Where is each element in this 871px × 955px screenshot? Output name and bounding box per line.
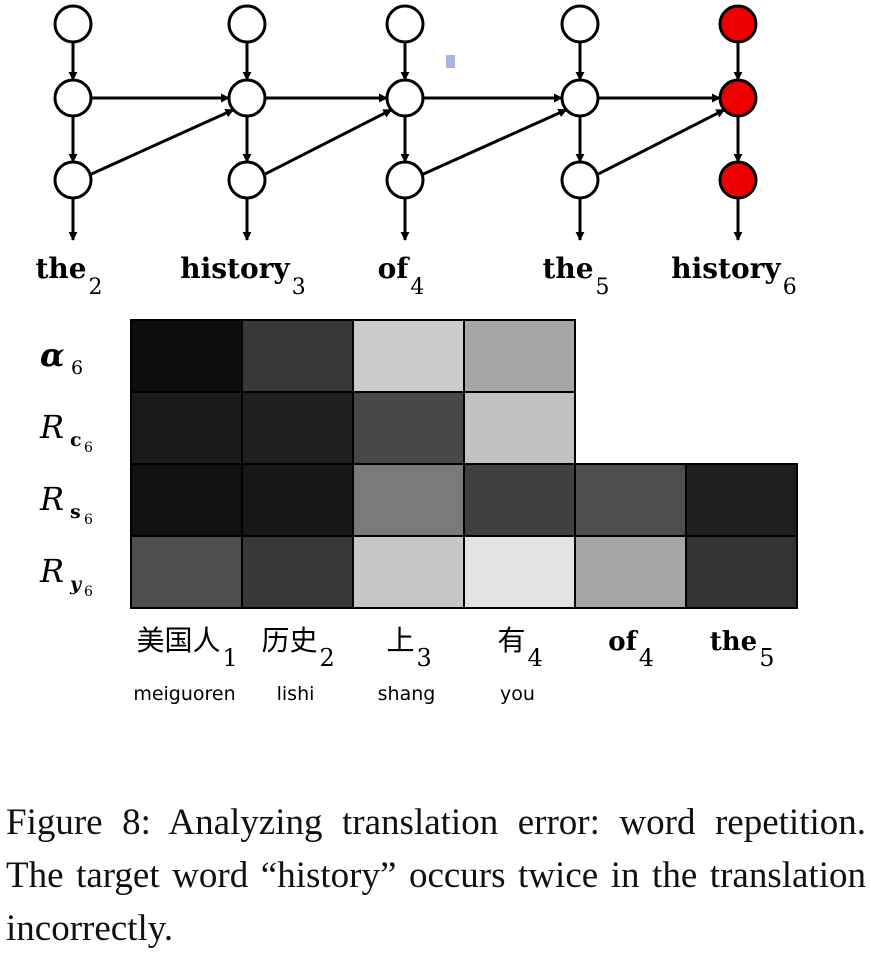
rnn-node xyxy=(53,78,93,118)
heatmap-row-subsubscript: 6 xyxy=(84,584,93,600)
heatmap-cell xyxy=(352,391,465,465)
target-word-index: 2 xyxy=(89,275,103,300)
feedback-arrow xyxy=(596,108,726,176)
heatmap-row-subsubscript: 6 xyxy=(84,512,93,528)
heatmap-column-pinyin: lishi xyxy=(277,683,315,705)
heatmap-column-label: 上 xyxy=(386,624,414,657)
heatmap-cell xyxy=(130,463,243,537)
heatmap-cell xyxy=(685,463,798,537)
heatmap-cell xyxy=(241,391,354,465)
feedback-arrow xyxy=(421,108,568,176)
feedback-arrow xyxy=(89,108,235,176)
rnn-node xyxy=(718,4,758,44)
rnn-node xyxy=(227,160,267,200)
rnn-node xyxy=(53,4,93,44)
target-word-label: history xyxy=(671,252,781,285)
rnn-node xyxy=(53,160,93,200)
heatmap-cell xyxy=(352,319,465,393)
target-word-label: the xyxy=(35,252,86,285)
heatmap-column-index: 1 xyxy=(223,644,238,672)
heatmap-cell xyxy=(463,391,576,465)
heatmap-row-subscript: s xyxy=(70,501,81,523)
stray-marker xyxy=(446,55,455,68)
target-word-label: the xyxy=(542,252,593,285)
heatmap-cell xyxy=(574,535,687,609)
rnn-node xyxy=(227,4,267,44)
heatmap-column-index: 4 xyxy=(528,644,543,672)
heatmap-column-label: of xyxy=(608,627,638,657)
heatmap-cell xyxy=(130,391,243,465)
heatmap-row-label: R xyxy=(39,408,64,446)
heatmap-cell xyxy=(352,535,465,609)
target-word-index: 3 xyxy=(292,275,306,300)
target-word-label: of xyxy=(378,252,411,285)
rnn-node xyxy=(560,4,600,44)
heatmap-row-label: R xyxy=(39,552,64,590)
heatmap-cell xyxy=(463,319,576,393)
heatmap-column-label: 有 xyxy=(497,624,525,657)
heatmap-cell xyxy=(241,463,354,537)
heatmap-column-label: 历史 xyxy=(261,624,317,657)
rnn-node xyxy=(385,4,425,44)
heatmap-column-pinyin: meiguoren xyxy=(133,683,235,705)
target-word-label: history xyxy=(180,252,290,285)
heatmap-cell xyxy=(130,319,243,393)
heatmap-cell xyxy=(685,535,798,609)
heatmap-row-label: α xyxy=(40,336,65,374)
figure-caption: Figure 8: Analyzing translation error: w… xyxy=(6,802,866,949)
target-word-index: 6 xyxy=(783,275,797,300)
heatmap-column-index: 3 xyxy=(417,644,432,672)
heatmap-cell xyxy=(463,535,576,609)
heatmap-cell xyxy=(130,535,243,609)
heatmap-column-label: the xyxy=(710,627,757,657)
target-word-index: 5 xyxy=(596,275,610,300)
heatmap-cell xyxy=(352,463,465,537)
heatmap-column-index: 4 xyxy=(639,644,654,672)
heatmap-row-label: R xyxy=(39,480,64,518)
heatmap-cell xyxy=(574,463,687,537)
heatmap-column-label: 美国人 xyxy=(136,624,220,657)
rnn-node xyxy=(227,78,267,118)
target-word-index: 4 xyxy=(410,275,424,300)
rnn-node xyxy=(385,160,425,200)
heatmap-column-index: 5 xyxy=(759,644,774,672)
heatmap-cell xyxy=(241,319,354,393)
heatmap-column-pinyin: shang xyxy=(378,683,436,705)
heatmap-row-subscript: c xyxy=(70,429,82,451)
heatmap-column-index: 2 xyxy=(320,644,335,672)
rnn-node xyxy=(560,78,600,118)
heatmap-cell xyxy=(241,535,354,609)
heatmap-row-subscript: y xyxy=(69,573,83,595)
rnn-node xyxy=(718,78,758,118)
heatmap-cell xyxy=(463,463,576,537)
rnn-node xyxy=(718,160,758,200)
heatmap-row-subscript: 6 xyxy=(71,357,83,379)
heatmap-row-subsubscript: 6 xyxy=(84,440,93,456)
rnn-node xyxy=(385,78,425,118)
heatmap-column-pinyin: you xyxy=(500,683,535,705)
feedback-arrow xyxy=(263,108,393,176)
rnn-node xyxy=(560,160,600,200)
